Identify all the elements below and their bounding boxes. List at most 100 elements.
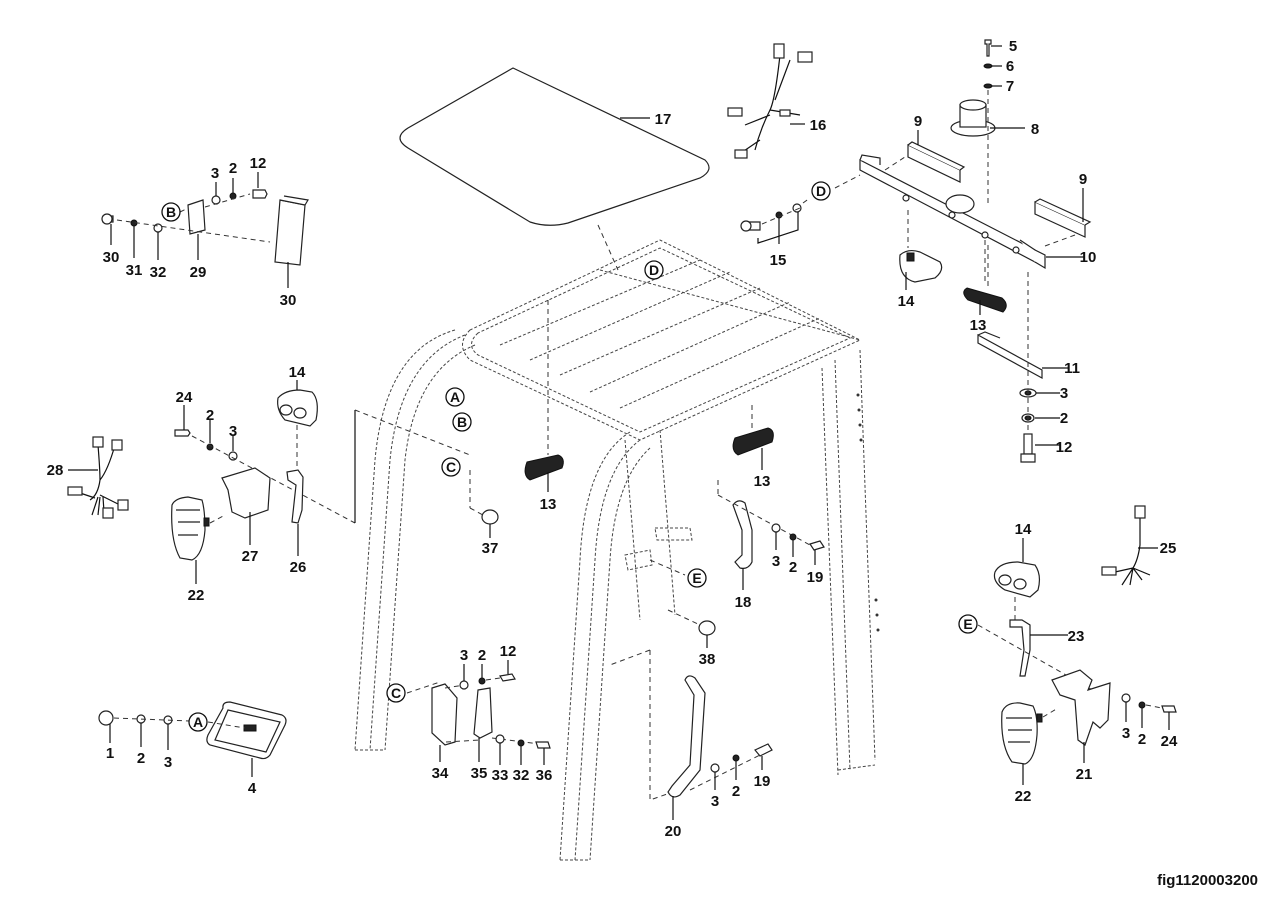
callout-20: 20: [665, 823, 682, 840]
callout-14: 14: [289, 364, 306, 381]
callout-34: 34: [432, 765, 449, 782]
callout-10: 10: [1080, 249, 1097, 266]
wire-harness-16: [727, 43, 813, 159]
wire-harness-25: [1101, 505, 1158, 586]
reference-letter: E: [963, 616, 972, 632]
reference-marker-C: C: [441, 457, 461, 477]
mount-plate: [624, 527, 693, 576]
reference-letter: D: [816, 183, 826, 199]
callout-6: 6: [1006, 58, 1014, 75]
callout-4: 4: [248, 780, 257, 797]
callout-13: 13: [970, 317, 987, 334]
reference-marker-A: A: [188, 712, 208, 732]
callout-2: 2: [229, 160, 237, 177]
callout-8: 8: [1031, 121, 1039, 138]
callout-21: 21: [1076, 766, 1093, 783]
callout-19: 19: [754, 773, 771, 790]
callout-3: 3: [1060, 385, 1068, 402]
callout-22: 22: [188, 587, 205, 604]
callout-31: 31: [126, 262, 143, 279]
callout-2: 2: [137, 750, 145, 767]
wire-harness-28: [67, 436, 129, 519]
reference-letter: B: [457, 414, 467, 430]
rear-lamp-assembly: [101, 172, 309, 288]
callout-23: 23: [1068, 628, 1085, 645]
overhead-guard-frame: [354, 239, 880, 861]
reference-letter: A: [450, 389, 460, 405]
callout-30: 30: [280, 292, 297, 309]
callout-12: 12: [1056, 439, 1073, 456]
right-lamp-assembly: [977, 538, 1177, 785]
beacon-assembly: [950, 39, 1025, 290]
rectangular-lamp-assembly: [98, 701, 287, 777]
callout-13: 13: [540, 496, 557, 513]
callout-19: 19: [807, 569, 824, 586]
reference-letter: E: [692, 570, 701, 586]
callout-3: 3: [211, 165, 219, 182]
callout-11: 11: [1064, 360, 1080, 377]
callout-2: 2: [1138, 731, 1146, 748]
roof-panel: [399, 67, 710, 226]
reference-marker-E: E: [687, 568, 707, 588]
callout-3: 3: [164, 754, 172, 771]
callout-22: 22: [1015, 788, 1032, 805]
callout-2: 2: [1060, 410, 1068, 427]
reference-circle: [452, 412, 472, 432]
figure-id: fig1120003200: [1157, 872, 1258, 889]
callout-9: 9: [914, 113, 922, 130]
callout-24: 24: [176, 389, 193, 406]
callout-38: 38: [699, 651, 716, 668]
callout-25: 25: [1160, 540, 1177, 557]
reference-circle: [644, 260, 664, 280]
callout-13: 13: [754, 473, 771, 490]
callout-26: 26: [290, 559, 307, 576]
reference-circle: [441, 457, 461, 477]
callout-35: 35: [471, 765, 488, 782]
grab-handle-20: [609, 649, 773, 820]
work-light-13-right: [732, 405, 774, 470]
callout-30: 30: [103, 249, 120, 266]
bolt-set-15: [740, 197, 811, 244]
reference-letter: C: [446, 459, 456, 475]
callout-27: 27: [242, 548, 259, 565]
callout-2: 2: [789, 559, 797, 576]
callout-3: 3: [711, 793, 719, 810]
reference-circle: [161, 202, 181, 222]
reference-marker-A: A: [445, 387, 465, 407]
callout-12: 12: [500, 643, 517, 660]
callout-3: 3: [772, 553, 780, 570]
callout-2: 2: [206, 407, 214, 424]
reference-circle: [386, 683, 406, 703]
reference-circle: [958, 614, 978, 634]
callout-3: 3: [460, 647, 468, 664]
reference-marker-C: C: [386, 683, 406, 703]
mounting-bracket-10: [859, 154, 1085, 270]
callout-15: 15: [770, 252, 787, 269]
callout-24: 24: [1161, 733, 1178, 750]
reference-circle: [687, 568, 707, 588]
reference-circle: [811, 181, 831, 201]
reference-marker-D: D: [811, 181, 831, 201]
grab-handle-18: [717, 480, 825, 590]
callout-12: 12: [250, 155, 267, 172]
reference-marker-B: B: [161, 202, 181, 222]
work-light-13-top: [963, 240, 1007, 315]
reference-marker-D: D: [644, 260, 664, 280]
callout-32: 32: [513, 767, 530, 784]
reference-letter: D: [649, 262, 659, 278]
callout-16: 16: [810, 117, 827, 134]
reference-letter: C: [391, 685, 401, 701]
spacer-block-9-left: [907, 130, 966, 183]
callout-37: 37: [482, 540, 499, 557]
callout-33: 33: [492, 767, 509, 784]
reference-letter: B: [166, 204, 176, 220]
reference-marker-E: E: [958, 614, 978, 634]
callout-5: 5: [1009, 38, 1017, 55]
callout-18: 18: [735, 594, 752, 611]
callout-14: 14: [1015, 521, 1032, 538]
reference-marker-B: B: [452, 412, 472, 432]
work-light-13-left: [524, 300, 564, 492]
callout-2: 2: [732, 783, 740, 800]
